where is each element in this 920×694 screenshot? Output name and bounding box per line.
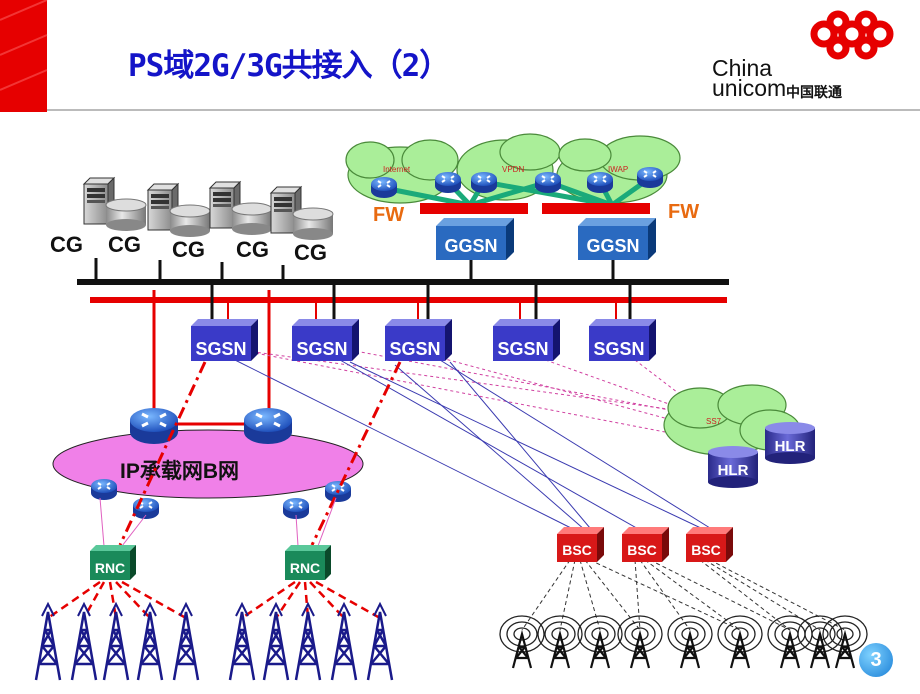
sgsn-label: SGSN [389, 339, 440, 359]
firewall-bar-left [420, 203, 528, 214]
edge-router-icon [90, 478, 118, 501]
tower-icon [102, 602, 130, 682]
fw-label-right: FW [668, 201, 699, 223]
tower-icon [498, 614, 546, 670]
tower-icon [666, 614, 714, 670]
internet-label: Internet [383, 165, 411, 174]
ggsn-node-1: GGSN [436, 218, 514, 260]
cloud-router-icon [586, 171, 614, 194]
rnc-uplinks [99, 497, 337, 547]
vpdn-router-icon [534, 171, 562, 194]
rnc-label: RNC [95, 560, 125, 576]
tower-icon [172, 602, 200, 682]
ss7-signalling-lines [239, 349, 691, 433]
ss7-cloud [663, 384, 801, 456]
tower-icon [330, 602, 358, 682]
sgsn-drops-red [227, 303, 617, 320]
ip-bearer-label: IP承载网B网 [120, 459, 239, 483]
disk-icon [169, 204, 211, 238]
cg-server-group [83, 177, 334, 241]
tower-icon [716, 614, 764, 670]
sgsn-node: SGSN [191, 319, 258, 361]
sgsn-node: SGSN [385, 319, 452, 361]
iwap-router-icon [636, 166, 664, 189]
logo-line-2: unicom [712, 75, 787, 101]
rnc-label: RNC [290, 560, 320, 576]
ggsn-label: GGSN [444, 236, 497, 256]
cloud-router-icon [434, 171, 462, 194]
vpdn-label: VPDN [502, 165, 524, 174]
tower-icon [294, 602, 322, 682]
tower-icon [262, 602, 290, 682]
cg-label: CG [50, 232, 83, 257]
disk-icon [292, 207, 334, 241]
abis-links [521, 559, 846, 631]
sgsn-node: SGSN [493, 319, 560, 361]
sgsn-label: SGSN [296, 339, 347, 359]
slide-title: PS域2G/3G共接入（2） [128, 48, 450, 84]
tower-icon [796, 614, 844, 670]
core-router-icon [242, 406, 294, 446]
iwap-label: IWAP [608, 165, 628, 174]
tower-icon [34, 602, 62, 682]
cloud-router-icon [470, 171, 498, 194]
tower-icon [536, 614, 584, 670]
sgsn-node: SGSN [589, 319, 656, 361]
sgsn-label: SGSN [195, 339, 246, 359]
sgsn-label: SGSN [497, 339, 548, 359]
ss7-label: SS7 [706, 417, 722, 426]
bts-towers [498, 614, 869, 670]
cg-label: CG [236, 237, 269, 262]
sgsn-nodes: SGSN SGSN SGSN SGSN SGSN [191, 319, 656, 361]
disk-icon [231, 202, 273, 236]
sgsn-node: SGSN [292, 319, 359, 361]
backbone-black [77, 279, 729, 285]
bsc-label: BSC [691, 542, 721, 558]
rnc-node-1: RNC [90, 545, 136, 580]
sgsn-bsc-links [234, 359, 711, 531]
tower-icon [70, 602, 98, 682]
sgsn-label: SGSN [593, 339, 644, 359]
hlr-label: HLR [718, 462, 749, 479]
hlr-node-back: HLR [765, 422, 815, 464]
ggsn-label: GGSN [586, 236, 639, 256]
bsc-node-1: BSC [557, 527, 604, 562]
internet-router-icon [370, 176, 398, 199]
ip-bearer-network [52, 429, 364, 499]
tower-icon [366, 602, 394, 682]
tower-icon [766, 614, 814, 670]
disk-icon [105, 198, 147, 232]
fw-label-left: FW [373, 204, 404, 226]
nodeb-towers [34, 602, 394, 682]
cloud-links [383, 175, 652, 208]
header-red-bar [0, 0, 47, 112]
tower-icon [228, 602, 256, 682]
bsc-node-2: BSC [622, 527, 669, 562]
page-number: 3 [859, 643, 893, 677]
sgsn-drops-black [210, 285, 632, 320]
tower-icon [136, 602, 164, 682]
bsc-label: BSC [562, 542, 592, 558]
cg-label: CG [294, 240, 327, 265]
firewall-bar-right [542, 203, 650, 214]
logo-wordmark: China unicom [712, 55, 787, 101]
logo-line-1: China [712, 55, 773, 81]
cg-label: CG [172, 237, 205, 262]
iub-links [47, 580, 381, 620]
unicom-knot-logo [810, 10, 894, 60]
cg-label: CG [108, 232, 141, 257]
hlr-node-front: HLR [708, 446, 758, 488]
logo-chinese: 中国联通 [786, 85, 842, 101]
iu-links [118, 361, 402, 546]
backbone-red [90, 297, 727, 303]
hlr-label: HLR [775, 438, 806, 455]
rnc-node-2: RNC [285, 545, 331, 580]
bsc-label: BSC [627, 542, 657, 558]
tower-icon [576, 614, 624, 670]
ggsn-node-2: GGSN [578, 218, 656, 260]
bsc-node-3: BSC [686, 527, 733, 562]
